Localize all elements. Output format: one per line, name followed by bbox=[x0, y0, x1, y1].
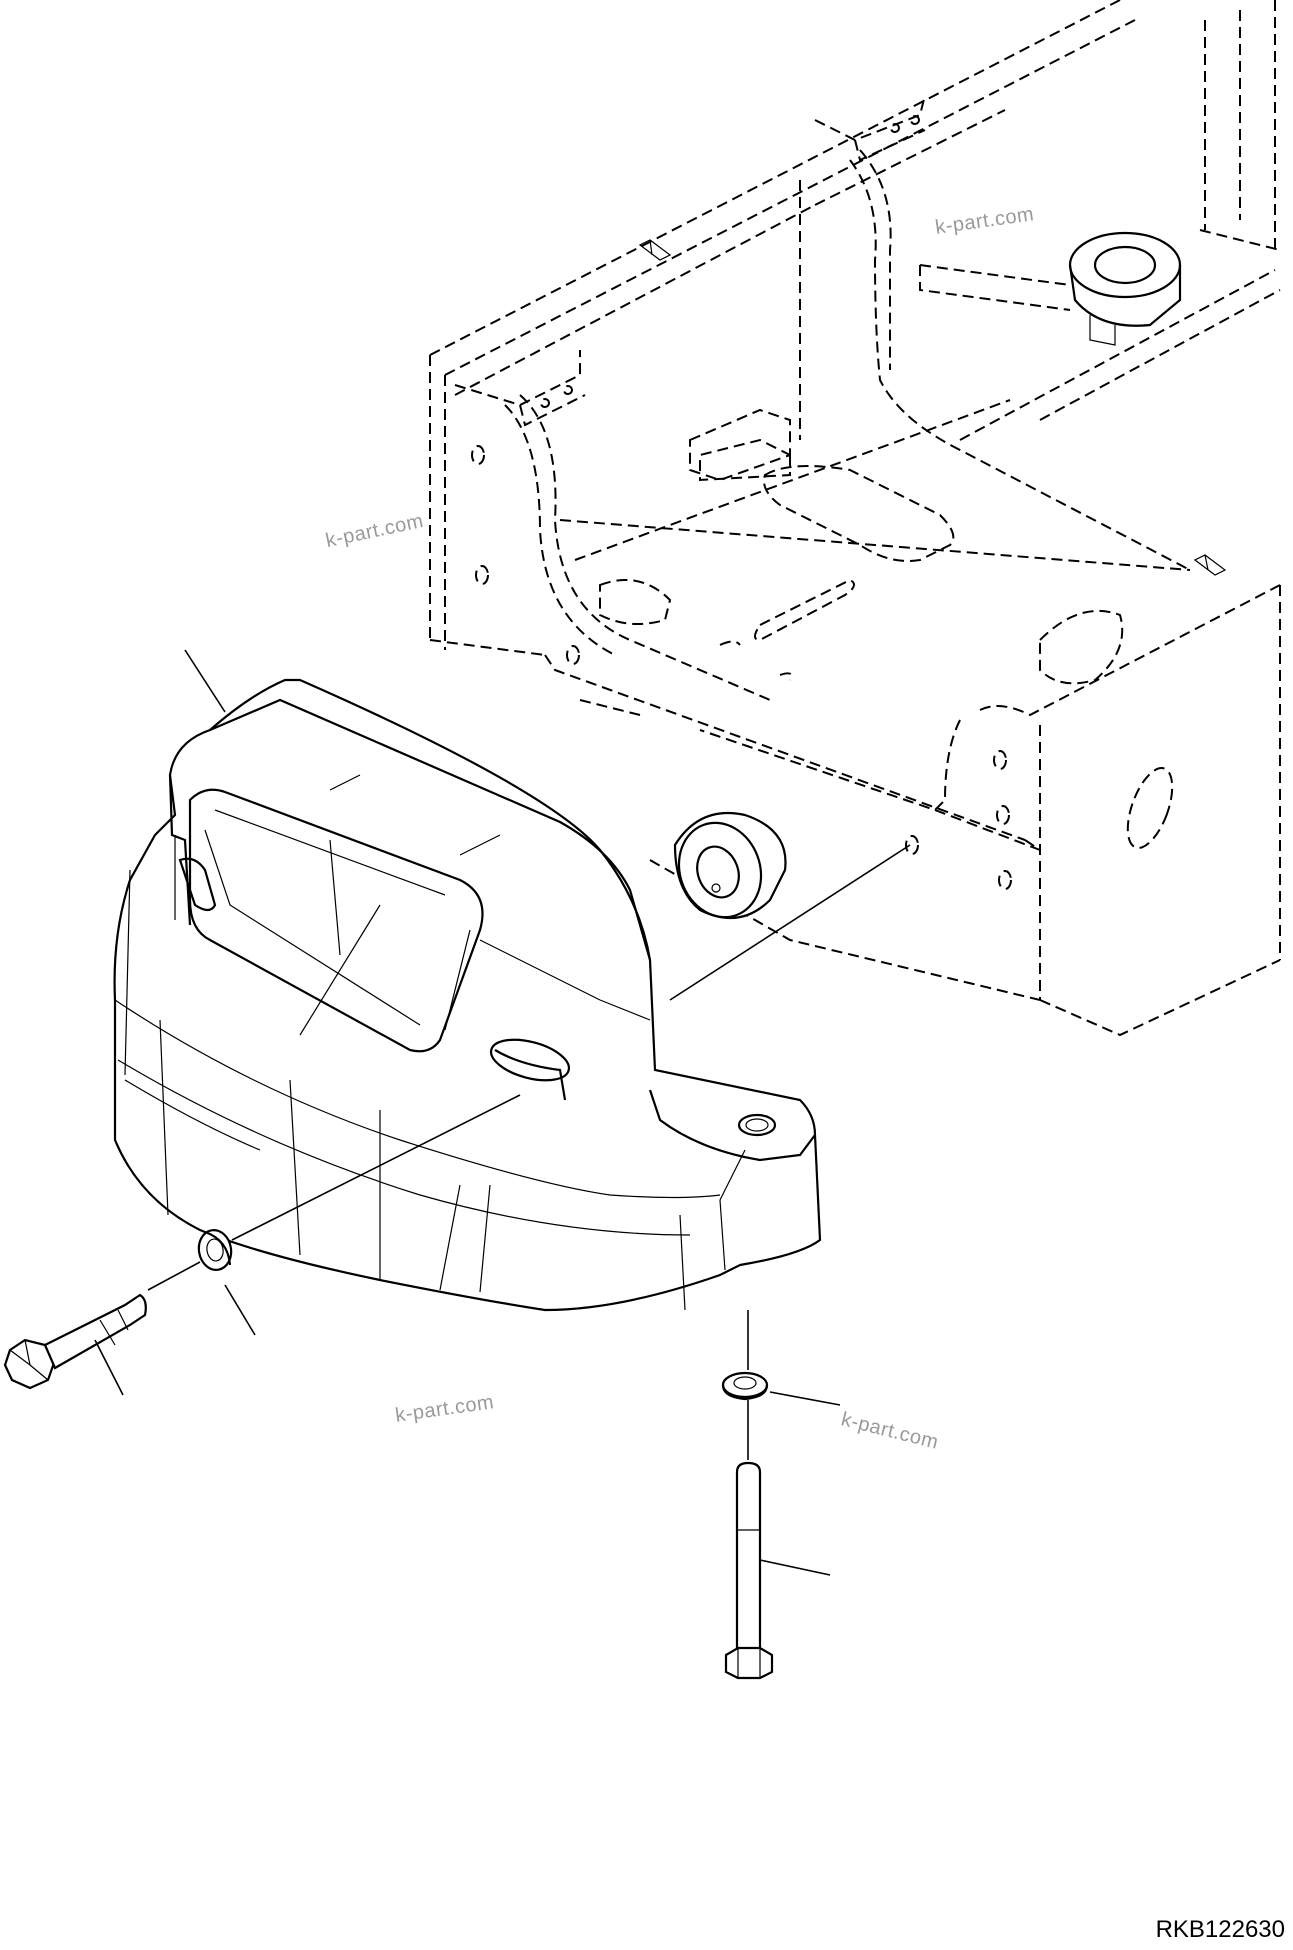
counterweight bbox=[113, 678, 822, 1312]
assembly-lines bbox=[147, 844, 911, 1460]
frame-assembly bbox=[429, 0, 1281, 1037]
drawing-code: RKB122630 bbox=[1155, 1916, 1285, 1943]
bolt-left bbox=[3, 1293, 147, 1390]
callout-leaders bbox=[94, 649, 841, 1576]
bolt-lower bbox=[724, 1461, 774, 1680]
washer-left bbox=[197, 1229, 233, 1271]
washer-lower bbox=[721, 1371, 769, 1401]
pivot-ring bbox=[673, 811, 787, 920]
